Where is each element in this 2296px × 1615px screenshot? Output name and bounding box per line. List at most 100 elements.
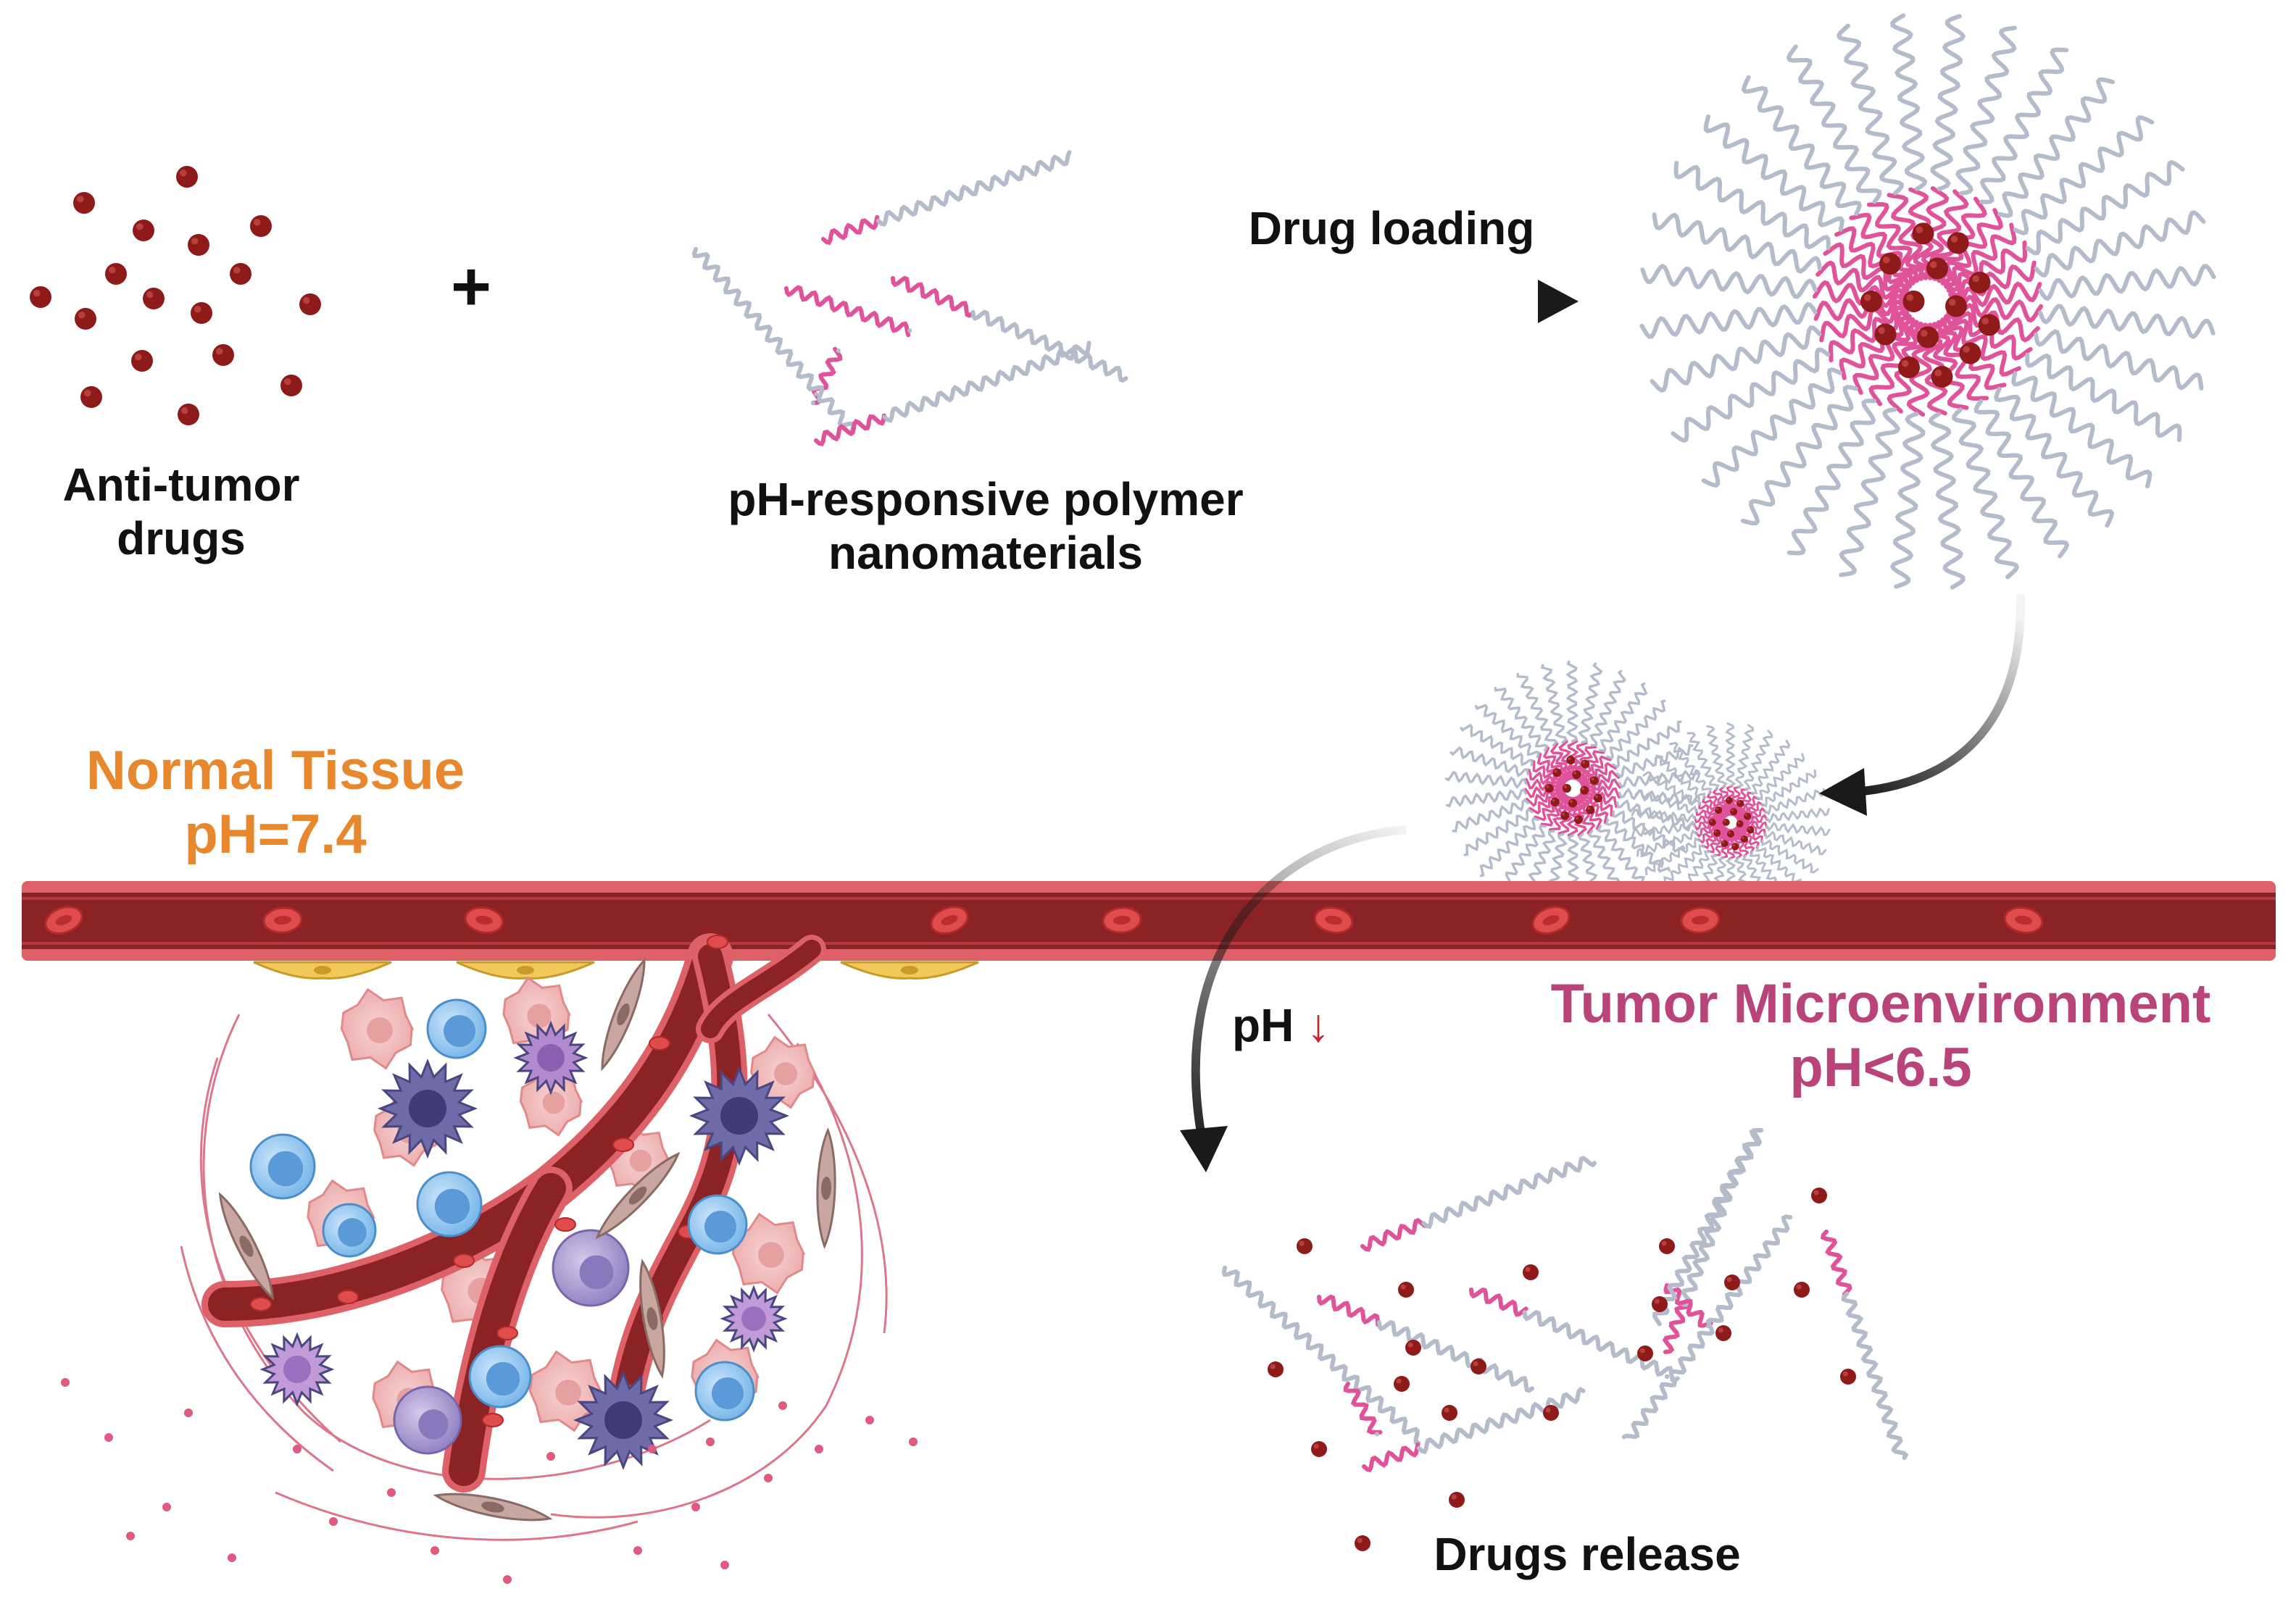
released-drug-dot [104, 1433, 113, 1442]
drug-particle-icon [1311, 1441, 1327, 1457]
drug-loaded-micelle-large [1639, 13, 2216, 590]
drug-particle-icon [1978, 314, 2000, 336]
drug-particle-icon [1544, 784, 1554, 793]
drug-particle-icon [1912, 222, 1934, 245]
red-blood-cells [44, 906, 2044, 935]
released-drug-dot [691, 1503, 700, 1511]
blood-vessel-icon [22, 881, 2276, 961]
fibroblast-icon [639, 1259, 665, 1379]
drug-particle-icon [191, 302, 212, 324]
down-arrow-icon: ↓ [1307, 999, 1331, 1051]
polymer-chain-icon [1926, 322, 2019, 580]
polymer-chain-icon [1449, 746, 1565, 789]
drug-particle-icon [1917, 326, 1939, 349]
polymer-chain-icon [1711, 1127, 1763, 1207]
endothelial-cells [253, 961, 979, 980]
released-drug-dot [184, 1409, 193, 1417]
drug-particle-icon [1945, 295, 1967, 317]
ph-drop-label: pH ↓ [1232, 998, 1377, 1052]
polymer-chain-icon [1362, 1386, 1586, 1473]
polymer-chains-group [691, 150, 1128, 446]
anti-tumor-drugs-label: Anti-tumor drugs [14, 458, 348, 565]
red-blood-cell-icon [1680, 906, 1721, 934]
polymer-nanomaterials-text: pH-responsive polymer nanomaterials [728, 473, 1244, 580]
drug-particle-icon [1442, 1405, 1457, 1421]
drug-particle-icon [1959, 342, 1981, 364]
macrophage-icon [552, 1229, 630, 1307]
drug-particle-icon [1947, 232, 1969, 254]
drug-particle-icon [1552, 768, 1562, 777]
polymer-chain-icon [814, 341, 1091, 446]
drug-particle-icon [1543, 1405, 1559, 1421]
drug-particle-icon [1523, 1264, 1539, 1280]
polymer-chain-icon [1786, 44, 1924, 283]
polymer-chain-icon [1317, 1294, 1534, 1393]
polymer-chain-icon [1652, 1128, 1760, 1327]
drug-particle-icon [1713, 829, 1721, 837]
drug-particle-icon [1811, 1188, 1827, 1203]
transport-arrowhead [1819, 768, 1867, 816]
polymer-chain-icon [821, 150, 1072, 246]
drug-particle-icon [1736, 799, 1744, 807]
released-drug-dot [387, 1488, 396, 1497]
fibroblast-icon [816, 1127, 836, 1250]
lymphocyte-icon [687, 1194, 748, 1255]
ph-drop-arrowhead [1180, 1126, 1228, 1172]
dendritic-cell-icon [573, 1369, 674, 1471]
drug-particle-icon [1879, 253, 1901, 275]
polymer-chain-icon [1479, 791, 1567, 877]
polymer-chain-icon [1452, 786, 1565, 833]
polymer-chain-icon [1642, 771, 1726, 820]
released-drug-dot [648, 1445, 657, 1453]
polymer-chain-icon [1837, 23, 1930, 281]
red-blood-cell-icon [612, 1138, 634, 1152]
red-blood-cell-icon [464, 906, 504, 934]
drug-particle-icon [1471, 1359, 1486, 1374]
polymer-chain-icon [1654, 755, 1728, 819]
polymer-chain-icon [1706, 725, 1734, 817]
polymer-chain-icon [1581, 743, 1694, 790]
released-drug-dot [329, 1517, 338, 1526]
drug-particle-icon [105, 263, 127, 285]
drug-particle-icon [178, 404, 199, 425]
polymer-chain-icon [1735, 753, 1805, 820]
polymer-chain-icon [1640, 263, 1907, 309]
drug-particle-icon [212, 344, 234, 366]
released-drug-dot [720, 1561, 729, 1569]
lymphocyte-icon [468, 1345, 532, 1409]
polymer-chain-icon [1736, 807, 1830, 827]
drug-particle-icon [1574, 815, 1584, 825]
drug-particle-icon [131, 350, 153, 372]
polymer-chain-icon [1736, 788, 1825, 825]
polymer-chain-icon [1474, 704, 1568, 783]
drug-particle-icon [1860, 291, 1882, 312]
drug-particle-icon [1722, 819, 1730, 826]
drug-particle-icon [143, 288, 165, 309]
released-drug-dot [764, 1474, 773, 1482]
polymer-chain-icon [1701, 310, 1912, 488]
drug-particle-icon [1721, 840, 1729, 848]
drug-particle-icon [1560, 811, 1570, 820]
drug-particle-icon [1840, 1369, 1856, 1385]
drug-particle-icon [1566, 756, 1576, 765]
red-blood-cell-icon [1531, 906, 1571, 935]
polymer-chain-icon [691, 247, 856, 433]
released-drug-dot [503, 1575, 512, 1584]
polymer-chain-icon [1949, 294, 2216, 340]
polymer-chain-icon [1673, 160, 1910, 293]
anti-tumor-drug-cluster [30, 166, 321, 425]
released-drug-dot [815, 1445, 823, 1453]
polymer-chain-icon [1652, 212, 1908, 300]
red-blood-cell-icon [496, 1326, 518, 1340]
tumor-microenvironment-title: Tumor Microenvironment [1550, 973, 2211, 1035]
drug-particle-icon [1731, 843, 1739, 851]
drug-particle-icon [1902, 291, 1925, 312]
tumor-cell-cluster-icon [61, 933, 918, 1584]
polymer-chain-icon [1671, 305, 1910, 443]
released-drug-dot [633, 1546, 642, 1555]
lymphocyte-icon [249, 1133, 316, 1200]
polymer-chain-icon [1621, 1214, 1792, 1440]
drug-particle-icon [1580, 785, 1589, 795]
polymer-chain-icon [1579, 720, 1682, 788]
